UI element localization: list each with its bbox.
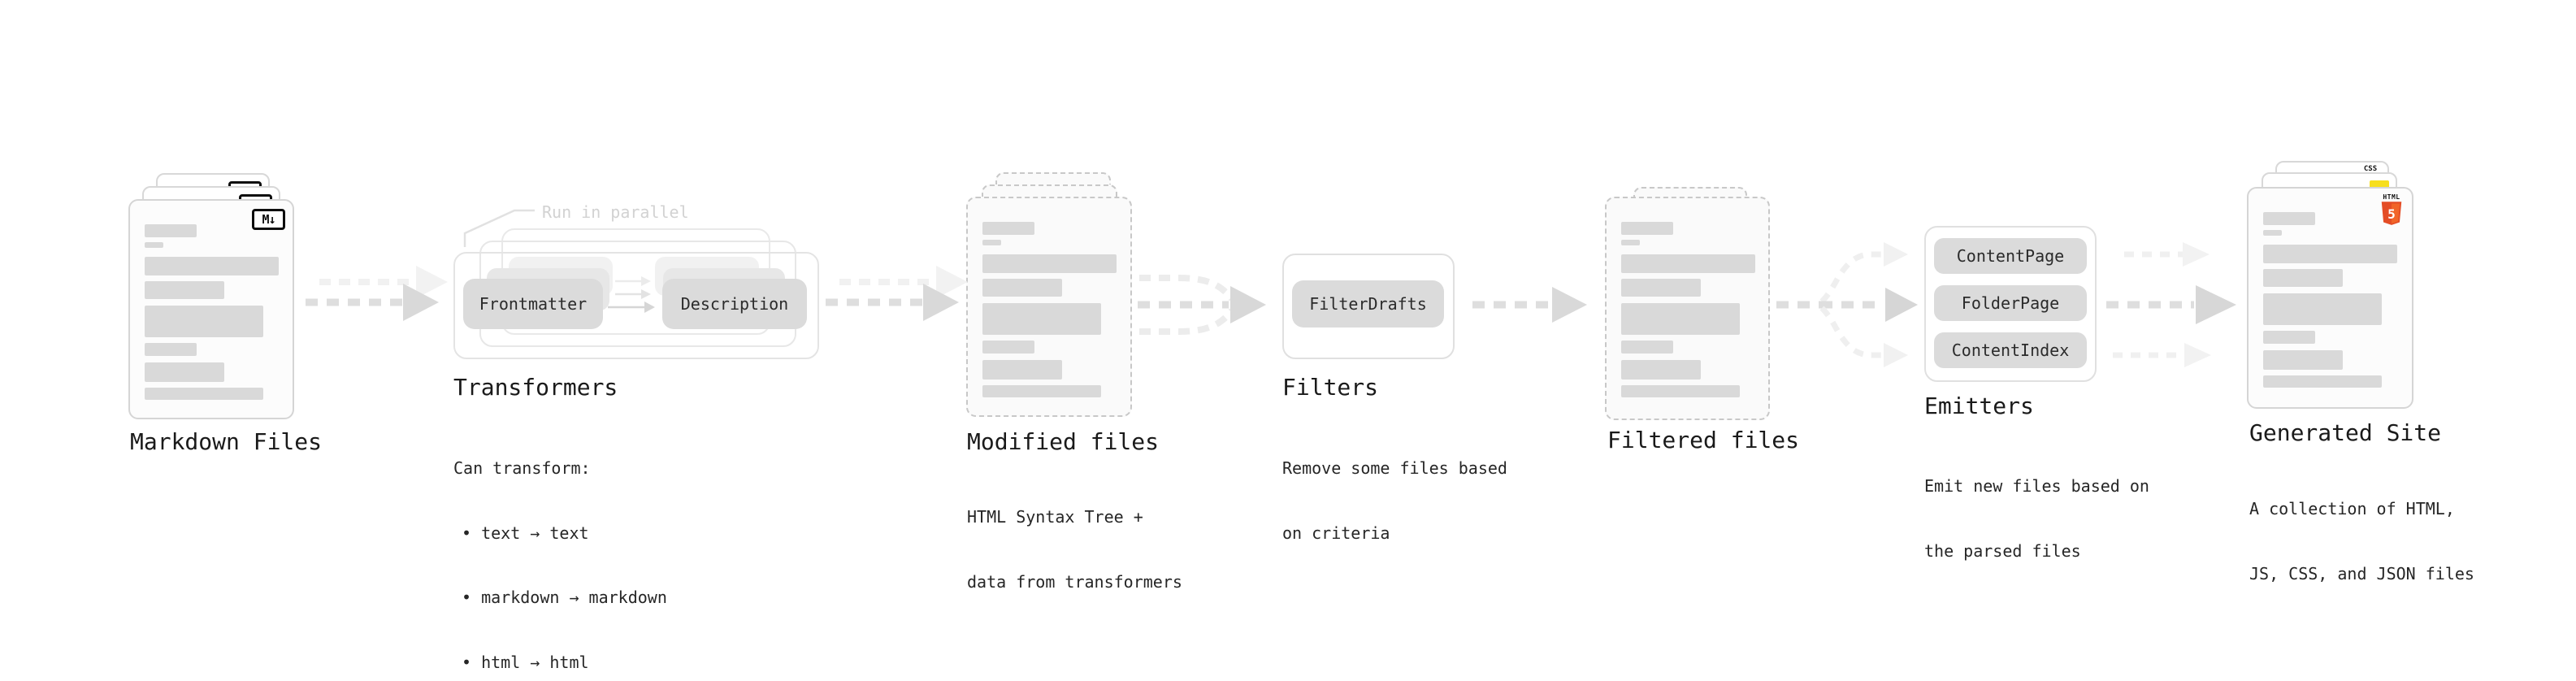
subtitle-line: on criteria	[1282, 523, 1390, 543]
text-line-bar	[145, 362, 224, 382]
text-line-bar	[145, 388, 263, 400]
subtitle-line: A collection of HTML,	[2249, 499, 2455, 518]
markdown-file-front: M↓	[128, 199, 294, 419]
emitters-subtitle: Emit new files based on the parsed files	[1924, 432, 2149, 605]
transformer-card-front	[453, 252, 819, 359]
text-line-bar	[982, 240, 1001, 245]
arrow-filters-to-filtered	[1472, 287, 1587, 323]
generated-site-label: Generated Site	[2249, 419, 2442, 446]
arrow-modified-to-filters-merge	[1138, 275, 1266, 335]
arrow-markdown-to-transformers	[306, 266, 448, 321]
arrow-emitters-to-generated	[2106, 242, 2236, 367]
text-line-bar	[1621, 240, 1640, 245]
filters-subtitle: Remove some files based on criteria	[1282, 414, 1507, 587]
text-line-bar	[982, 360, 1062, 380]
text-line-bar	[1621, 385, 1740, 397]
can-transform-heading: Can transform:	[453, 458, 591, 478]
transform-bullet: • text → text	[462, 523, 589, 543]
transform-bullet: • html → html	[462, 652, 589, 672]
css-icon-label: CSS	[2363, 165, 2378, 173]
contentindex-chip: ContentIndex	[1934, 332, 2087, 368]
text-line-bar	[2263, 293, 2382, 325]
emitters-title: Emitters	[1924, 393, 2034, 419]
text-line-bar	[145, 306, 263, 337]
text-line-bar	[1621, 254, 1755, 273]
arrow-transformers-to-modified	[826, 266, 968, 321]
folderpage-chip: FolderPage	[1934, 285, 2087, 321]
svg-text:5: 5	[2387, 206, 2396, 222]
filters-title: Filters	[1282, 374, 1379, 401]
text-line-bar	[145, 343, 197, 356]
text-line-bar	[982, 279, 1062, 297]
text-line-bar	[2263, 375, 2382, 388]
text-line-bar	[2263, 212, 2315, 225]
text-line-bar	[145, 281, 224, 299]
filterdrafts-chip: FilterDrafts	[1292, 280, 1444, 327]
filtered-file-front	[1605, 197, 1770, 420]
text-line-bar	[982, 303, 1101, 335]
text-line-bar	[1621, 222, 1673, 235]
text-line-bar	[2263, 269, 2343, 287]
generated-html-front: HTML 5	[2247, 187, 2413, 409]
arrow-filtered-to-emitters-split	[1776, 242, 1918, 367]
text-line-bar	[2263, 350, 2343, 370]
text-line-bar	[2263, 245, 2397, 263]
text-line-bar	[145, 257, 279, 275]
text-line-bar	[2263, 331, 2315, 344]
text-line-bar	[982, 222, 1034, 235]
subtitle-line: HTML Syntax Tree +	[967, 507, 1143, 527]
markdown-files-label: Markdown Files	[130, 428, 323, 455]
text-line-bar	[1621, 303, 1740, 335]
html5-shield: 5	[2381, 202, 2402, 225]
transformers-description: Can transform: • text → text • markdown …	[453, 414, 667, 681]
transform-bullet: • markdown → markdown	[462, 588, 667, 607]
text-line-bar	[1621, 360, 1701, 380]
filtered-files-label: Filtered files	[1607, 427, 1800, 453]
subtitle-line: data from transformers	[967, 571, 1182, 592]
subtitle-line: Remove some files based	[1282, 458, 1507, 478]
subtitle-line: the parsed files	[1924, 540, 2081, 561]
modified-file-front	[966, 197, 1132, 417]
subtitle-line: Emit new files based on	[1924, 476, 2149, 496]
text-line-bar	[982, 340, 1034, 354]
text-line-bar	[982, 385, 1101, 397]
html5-icon-word: HTML	[2383, 193, 2400, 201]
text-line-bar	[1621, 279, 1701, 297]
text-line-bar	[145, 242, 163, 248]
modified-files-subtitle: HTML Syntax Tree + data from transformer…	[967, 463, 1182, 635]
markdown-icon: M↓	[252, 209, 285, 230]
text-line-bar	[145, 224, 197, 237]
text-line-bar	[982, 254, 1117, 273]
run-in-parallel-note: Run in parallel	[542, 202, 689, 222]
modified-files-label: Modified files	[967, 428, 1160, 455]
html5-icon: HTML 5	[2380, 194, 2403, 227]
subtitle-line: JS, CSS, and JSON files	[2249, 563, 2474, 583]
text-line-bar	[2263, 230, 2282, 236]
description-chip: Description	[662, 279, 807, 329]
frontmatter-chip: Frontmatter	[463, 279, 603, 329]
transformers-title: Transformers	[453, 374, 618, 401]
text-line-bar	[1621, 340, 1673, 354]
generated-site-subtitle: A collection of HTML, JS, CSS, and JSON …	[2249, 455, 2474, 627]
contentpage-chip: ContentPage	[1934, 238, 2087, 274]
